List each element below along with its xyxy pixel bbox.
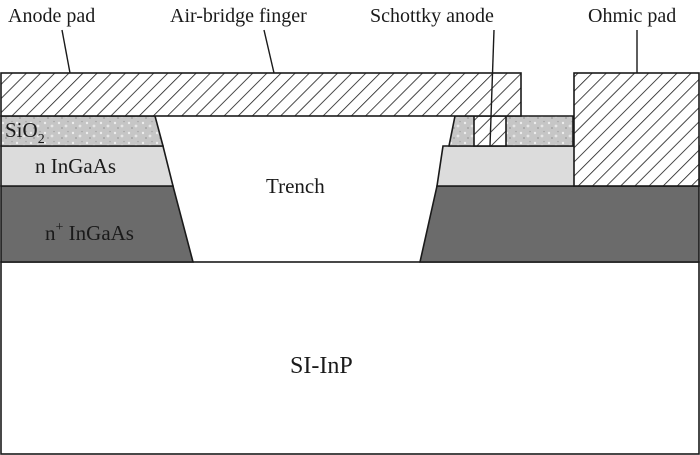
n-plus-label-superscript: + (56, 220, 64, 235)
schottky-anode-leader (489, 29, 495, 147)
air-bridge-metal (0, 72, 522, 117)
ohmic-pad (573, 72, 700, 187)
n-plus-label-rest: InGaAs (63, 221, 134, 245)
schottky-anode-label: Schottky anode (370, 5, 494, 27)
n-ingaas-label: n InGaAs (35, 154, 116, 178)
sio2-label-base: SiO (5, 118, 38, 142)
n-plus-ingaas-label: n+ InGaAs (45, 220, 134, 245)
n-plus-label-base: n (45, 221, 56, 245)
sio2-label-subscript: 2 (38, 132, 45, 147)
sio2-label: SiO2 (5, 118, 45, 147)
anode-pad-label: Anode pad (8, 5, 95, 27)
si-inp-substrate (0, 261, 700, 455)
air-bridge-finger-leader (263, 29, 275, 74)
anode-pad-leader (61, 29, 71, 74)
air-bridge-finger-label: Air-bridge finger (170, 5, 307, 27)
trench-label: Trench (266, 174, 325, 198)
ohmic-pad-label: Ohmic pad (588, 5, 676, 27)
substrate-label: SI-InP (290, 353, 353, 379)
right-n-plus-ingaas-layer (419, 185, 700, 263)
right-sio2-layer (448, 115, 574, 147)
